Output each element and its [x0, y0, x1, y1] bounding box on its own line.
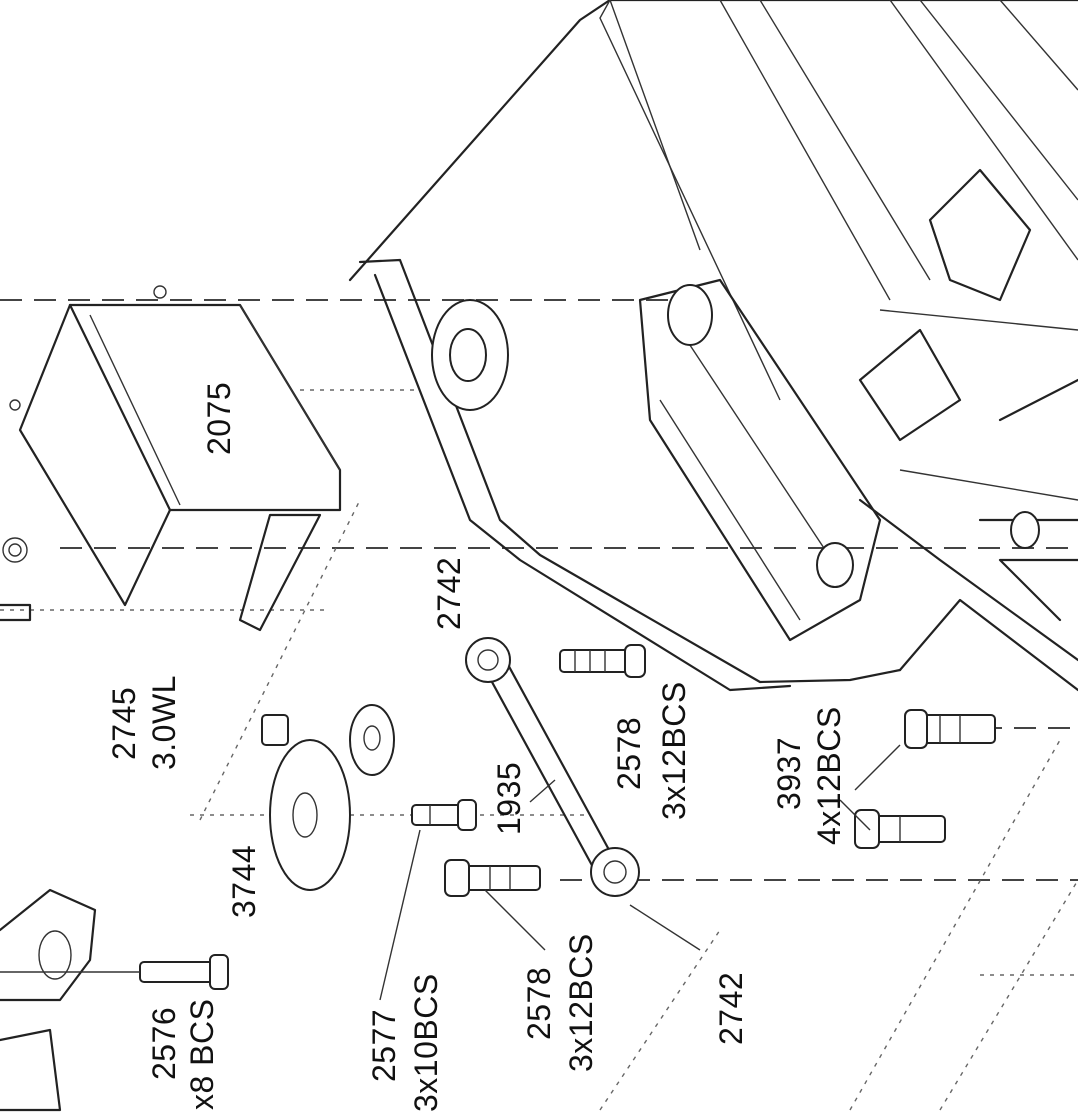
label-2742-bottom: 2742	[713, 972, 749, 1045]
pin-2576	[139, 954, 229, 990]
part-2075-box	[0, 285, 342, 632]
bracket-bottom-left	[0, 888, 140, 1112]
label-2578-bottom-sub: 3x12BCS	[563, 933, 599, 1072]
label-2577-sub: 3x10BCS	[408, 973, 444, 1112]
label-3937: 3937	[771, 737, 807, 810]
label-3744: 3744	[226, 845, 262, 918]
screw-2577	[411, 799, 477, 831]
label-2742-top: 2742	[431, 557, 467, 630]
part-3744-disc	[261, 704, 395, 891]
label-3937-sub: 4x12BCS	[811, 706, 847, 845]
label-2745-sub: 3.0WL	[146, 675, 182, 770]
part-labels: 2075 2745 3.0WL 2742 2578 3x12BCS 3937 4…	[106, 382, 847, 1112]
part-1935-rod	[465, 637, 640, 897]
label-2577: 2577	[366, 1009, 402, 1082]
screw-3937-lower	[854, 809, 946, 849]
chassis-body	[348, 0, 1078, 692]
alignment-lines	[0, 299, 1078, 1111]
screw-bottom-2578	[444, 859, 541, 897]
screw-top-2578	[559, 644, 646, 678]
leader-lines	[379, 744, 901, 1001]
label-2578-top-sub: 3x12BCS	[656, 681, 692, 820]
label-2576: 2576	[146, 1007, 182, 1080]
label-2075: 2075	[201, 382, 237, 455]
label-2745: 2745	[106, 687, 142, 760]
label-2578-top: 2578	[611, 717, 647, 790]
label-2578-bottom: 2578	[521, 967, 557, 1040]
label-2576-sub: x8 BCS	[184, 999, 220, 1110]
label-1935: 1935	[491, 762, 527, 835]
screw-3937-upper	[904, 709, 996, 749]
